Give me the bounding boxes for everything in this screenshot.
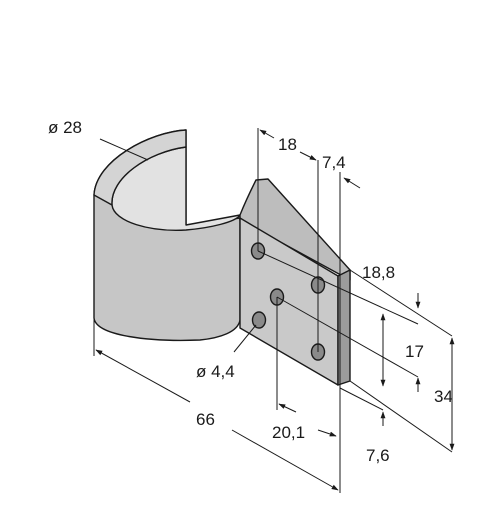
bracket-body xyxy=(93,129,351,386)
label-pipe-diameter: ø 28 xyxy=(48,118,82,137)
dimension-labels: ø 28 18 7,4 18,8 17 34 ø 4,4 66 20,1 7,6 xyxy=(48,118,453,465)
cylinder-rim xyxy=(93,129,187,206)
label-total-length: 66 xyxy=(196,410,215,429)
hole-bottom-left xyxy=(251,311,267,329)
label-hole-spacing-horizontal: 20,1 xyxy=(272,423,305,442)
label-plate-thickness: 7,4 xyxy=(322,153,346,172)
label-upper-offset: 18,8 xyxy=(362,263,395,282)
label-offset-top: 18 xyxy=(278,135,297,154)
extension-lines xyxy=(93,128,453,493)
label-hole-diameter: ø 4,4 xyxy=(196,362,235,381)
dimension-lines xyxy=(95,129,455,491)
label-hole-spacing-vertical: 17 xyxy=(405,342,424,361)
label-plate-height: 34 xyxy=(434,387,453,406)
label-lower-offset: 7,6 xyxy=(366,446,390,465)
